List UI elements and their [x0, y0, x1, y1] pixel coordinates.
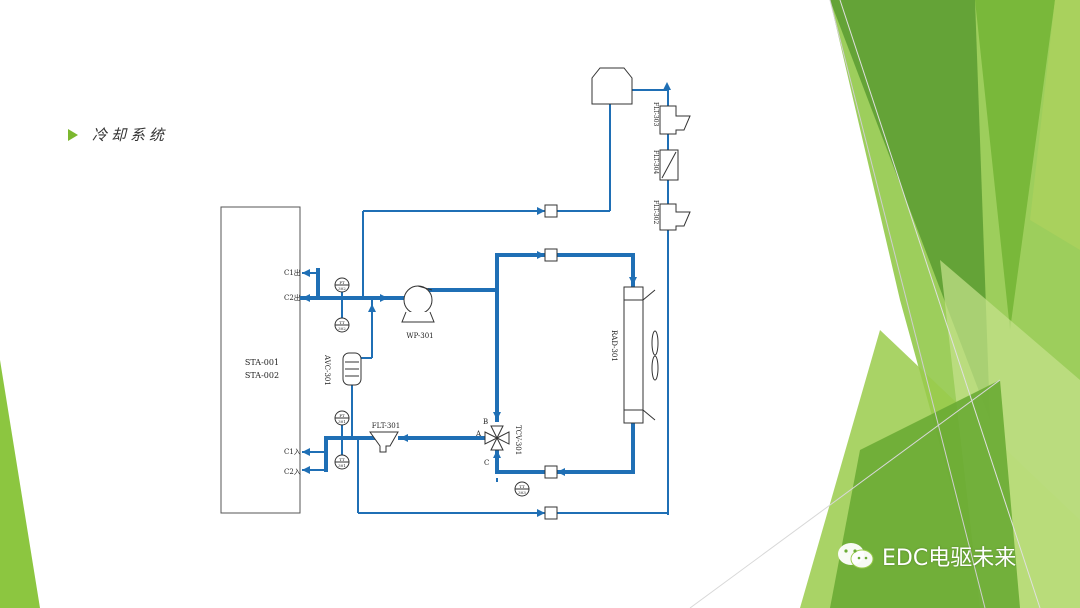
main-filter [369, 431, 399, 453]
pump-label: WP-301 [406, 332, 433, 340]
filter-mid-label: FLT-304 [652, 150, 659, 175]
tt-lower-num: 301 [338, 463, 346, 468]
radiator [623, 286, 659, 424]
stator-label-2: STA-002 [245, 371, 279, 380]
filter-top-label: FLT-303 [652, 102, 659, 127]
slide-title-text: 冷却系统 [92, 126, 169, 144]
port-c1-in-label: C1入 [284, 448, 301, 456]
pt-upper-num: 302 [338, 286, 346, 291]
diagram-labels: STA-001 STA-002 C1出 C2出 C1入 C2入 WP-301 F… [245, 102, 659, 495]
thin-pipes [302, 89, 669, 515]
instruments [334, 277, 530, 497]
watermark: EDC电驱未来 [836, 540, 1016, 572]
pipe-connectors [544, 204, 558, 520]
slide-title: 冷却系统 [68, 124, 168, 145]
valve-port-b-label: B [483, 418, 488, 426]
port-c1-out-label: C1出 [284, 268, 301, 277]
accumulator-label: AVC-301 [323, 354, 331, 386]
stator-label-1: STA-001 [245, 358, 279, 367]
expansion-tank [591, 67, 633, 105]
filter-main-label: FLT-301 [372, 422, 400, 430]
port-c2-out-label: C2出 [284, 293, 301, 302]
port-c2-in-label: C2入 [284, 468, 301, 476]
radiator-label: RAD-301 [610, 330, 618, 362]
tt-upper-tag: TT [339, 320, 345, 325]
flow-arrows [302, 82, 671, 517]
tt-valve-tag: TT [519, 484, 525, 489]
filter-low-label: FLT-302 [652, 200, 659, 225]
pt-upper-tag: PT [339, 280, 345, 285]
tt-upper-num: 302 [338, 326, 346, 331]
bullet-triangle-icon [68, 128, 78, 141]
valve-port-c-label: C [484, 459, 489, 467]
wechat-icon [838, 543, 874, 569]
tt-valve-num: 303 [518, 490, 526, 495]
valve-port-a-label: A [475, 430, 482, 438]
pt-lower-num: 301 [338, 419, 346, 424]
pt-lower-tag: PT [339, 413, 345, 418]
cooling-diagram: STA-001 STA-002 C1出 C2出 C1入 C2入 WP-301 F… [220, 67, 691, 520]
filter-group [659, 105, 691, 231]
three-way-valve [484, 425, 510, 451]
valve-label: TCV-301 [514, 425, 522, 455]
tt-lower-tag: TT [339, 457, 345, 462]
pump [401, 285, 435, 323]
accumulator [342, 352, 362, 386]
stator-block [220, 206, 301, 514]
watermark-text: EDC电驱未来 [882, 546, 1017, 571]
